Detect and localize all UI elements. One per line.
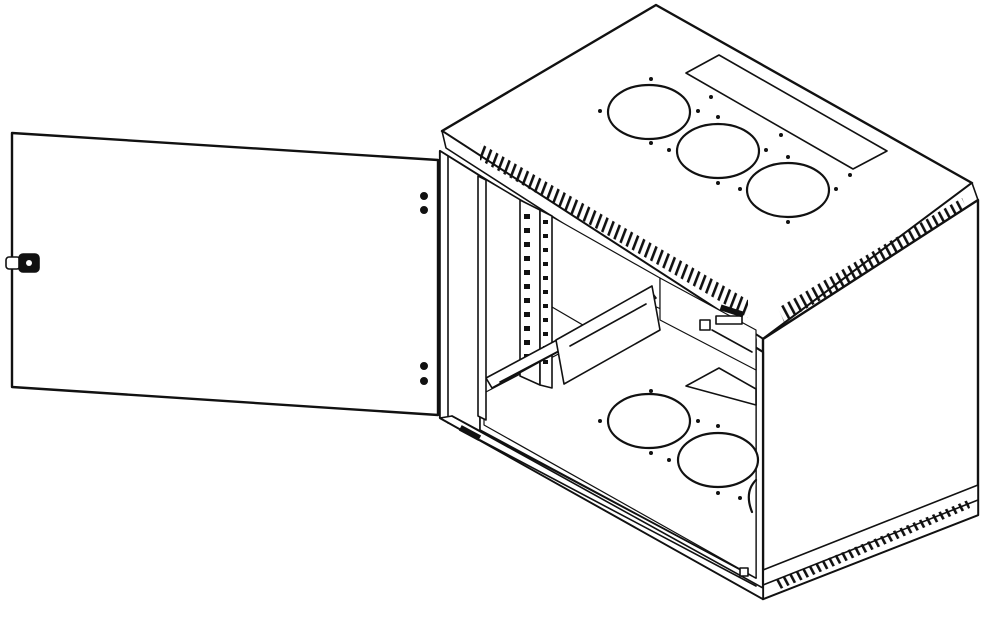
- top-front-vent: [480, 143, 748, 318]
- top-hole-1: [606, 83, 692, 141]
- top-hole-3: [745, 161, 831, 219]
- bottom-cable-plate: [685, 367, 757, 406]
- bottom-hole-2: [676, 431, 760, 489]
- bottom-badge: [458, 425, 482, 441]
- front-badge: [719, 304, 745, 318]
- top-hole-2: [675, 122, 761, 180]
- left-front-post: [477, 175, 487, 421]
- interior-bracket: [659, 277, 757, 371]
- door-panel: [10, 131, 440, 417]
- bottom-hole-1: [606, 392, 692, 450]
- door-lock-icon: [5, 253, 40, 273]
- cabinet-body: [438, 149, 980, 601]
- door: [5, 131, 440, 417]
- top-mount-dots: [598, 77, 852, 224]
- top-right-vent: [778, 198, 968, 322]
- top-cable-plate: [685, 54, 888, 170]
- bottom-mount-dots: [598, 389, 742, 500]
- bottom-hole-3: [747, 478, 758, 514]
- side-rail: [485, 285, 661, 389]
